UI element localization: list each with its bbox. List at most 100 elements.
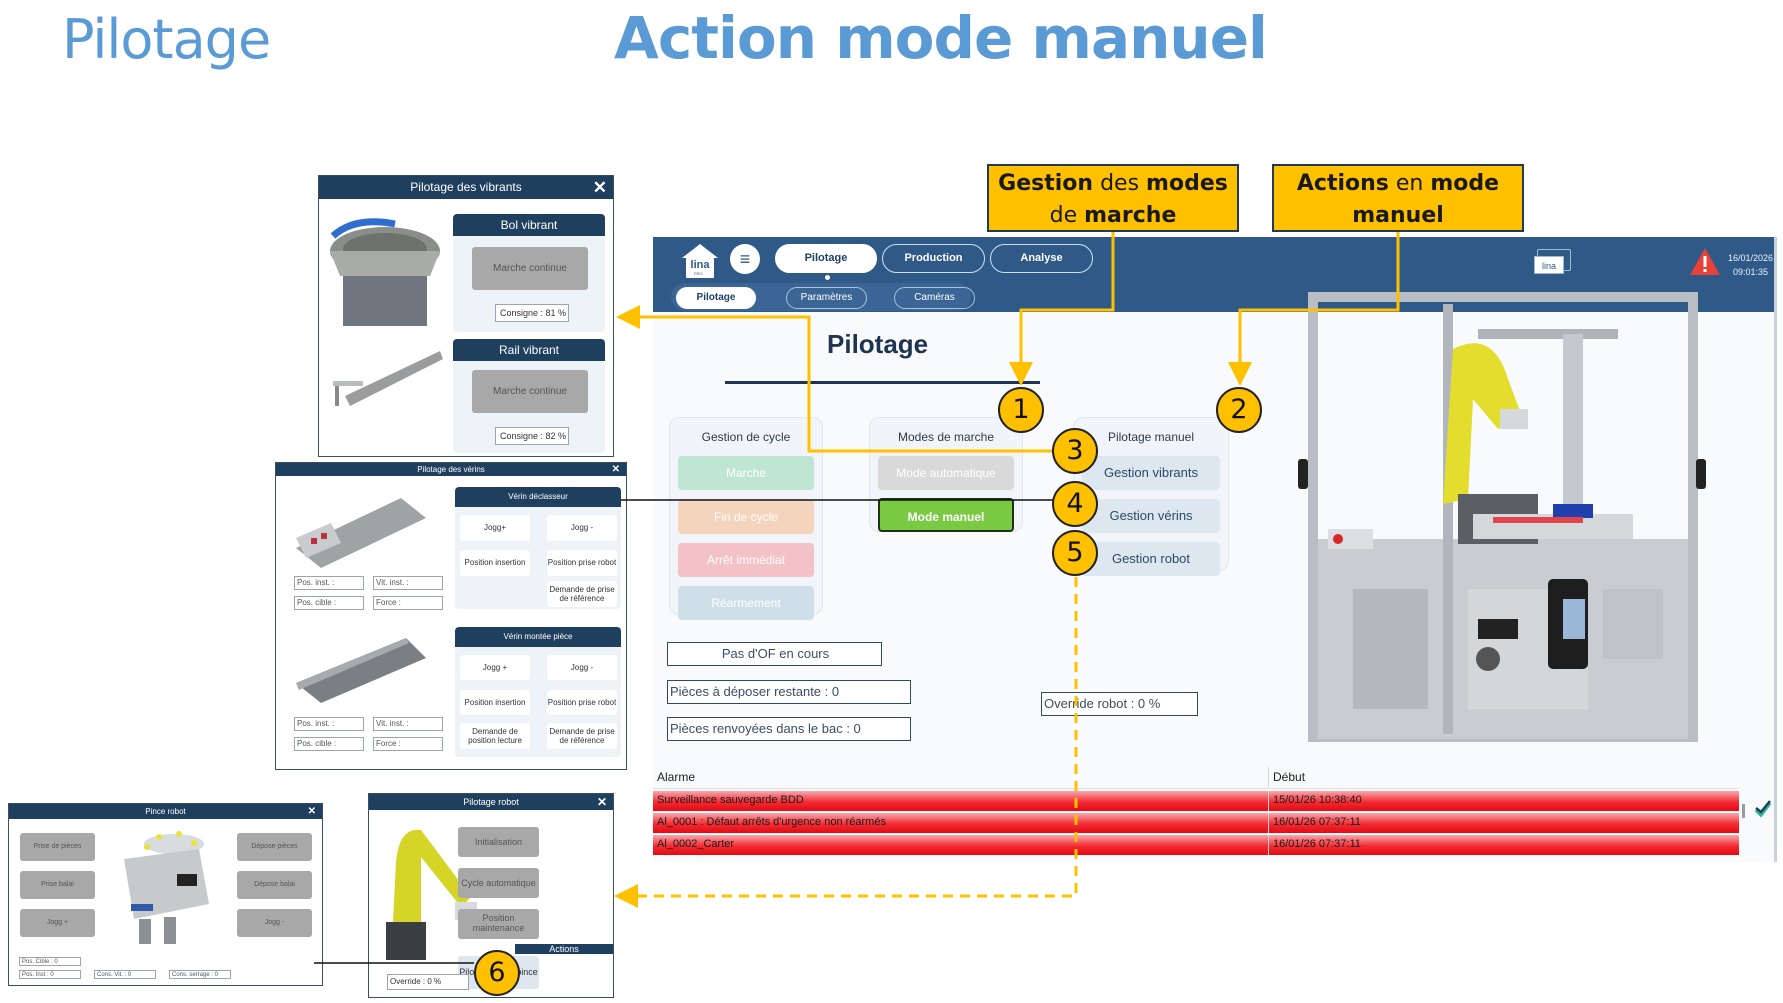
sub-tab-cameras[interactable]: Caméras [894,287,975,309]
montee-jogg-minus-button[interactable]: Jogg - [547,655,617,680]
cylinder-declasseur-image [296,498,426,568]
initialisation-button[interactable]: Initialisation [458,827,539,857]
declasseur-pos-cible-field: Pos. cible : [294,596,364,610]
pos-inst-field: Pos. Inst : 0 [19,970,81,979]
montee-vit-inst-field: Vit. inst. : [373,717,443,731]
alarm-start: 16/01/26 07:37:11 [1273,838,1361,850]
nav-tab-analyse[interactable]: Analyse [990,244,1093,273]
rail-setpoint-field[interactable]: Consigne : 82 % [495,427,569,445]
depose-balai-button[interactable]: Dépose balai [237,871,312,899]
active-tab-indicator [825,275,830,280]
pieces-remaining-field: Pièces à déposer restante : 0 [667,680,911,704]
declasseur-jogg-plus-button[interactable]: Jogg+ [460,515,530,541]
declasseur-position-insertion-button[interactable]: Position insertion [460,550,530,576]
callout-word: mode [1430,171,1500,196]
rail-marche-continue-button[interactable]: Marche continue [472,370,588,413]
column-separator [1268,835,1269,855]
actions-header: Actions [515,944,613,954]
depose-pieces-button[interactable]: Dépose pièces [237,833,312,861]
montee-position-prise-robot-button[interactable]: Position prise robot [547,690,617,715]
section-header-declasseur: Vérin déclasseur [455,487,621,507]
callout-modes-management: Gestion des modes de marche [987,164,1239,232]
callout-word: Actions [1296,171,1389,196]
callout-word: des [1093,171,1147,196]
check-icon[interactable] [1753,799,1773,819]
popup-title: Pilotage robot [463,797,519,807]
montee-force-field: Force : [373,737,443,751]
callout-word: modes [1146,171,1228,196]
gestion-robot-button[interactable]: Gestion robot [1082,542,1220,576]
popup-pilotage-vibrants: Pilotage des vibrants ✕ Bol vibrant Marc… [318,175,614,457]
close-icon[interactable]: ✕ [596,795,607,809]
prise-balai-button[interactable]: Prise balai [20,871,95,899]
alarm-row[interactable]: Al_0002_Carter 16/01/26 07:37:11 [653,835,1739,855]
bol-marche-continue-button[interactable]: Marche continue [472,247,588,290]
montee-prise-reference-button[interactable]: Demande de prise de référence [547,723,617,749]
sub-tab-pilotage[interactable]: Pilotage [676,287,756,309]
bol-setpoint-field[interactable]: Consigne : 81 % [495,304,569,322]
declasseur-prise-reference-button[interactable]: Demande de prise de référence [547,581,617,607]
gestion-vibrants-button[interactable]: Gestion vibrants [1082,456,1220,490]
montee-position-insertion-button[interactable]: Position insertion [460,690,530,715]
hamburger-menu-button[interactable]: ≡ [730,244,760,274]
column-separator [1268,767,1269,788]
position-maintenance-button[interactable]: Position maintenance [458,909,539,939]
popup-header: Pilotage des vibrants ✕ [319,176,613,199]
callout-badge-3: 3 [1052,428,1098,474]
section-header-bol: Bol vibrant [453,214,605,236]
pince-jogg-minus-button[interactable]: Jogg - [237,909,312,937]
close-icon[interactable]: ✕ [307,806,316,817]
callout-word: Gestion [998,171,1094,196]
mode-automatique-button[interactable]: Mode automatique [878,456,1014,490]
group-title: Gestion de cycle [701,430,791,444]
alarm-row[interactable]: Al_0001 : Défaut arrêts d'urgence non ré… [653,813,1739,833]
popup-pince-robot: Pince robot ✕ Prise de pièces Prise bala… [8,803,323,986]
panel-title: Pilotage [827,329,929,359]
popup-header: Pilotage des vérins ✕ [276,463,626,476]
rearmement-button[interactable]: Réarmement [678,586,814,620]
lina-home-logo-icon[interactable]: lina PRO [680,243,720,279]
nav-tab-production[interactable]: Production [882,244,985,273]
alarm-label: Surveillance sauvegarde BDD [657,794,804,806]
nav-tab-pilotage[interactable]: Pilotage [775,244,877,273]
declasseur-vit-inst-field: Vit. inst. : [373,576,443,590]
column-separator [1268,813,1269,833]
close-icon[interactable]: ✕ [611,464,620,475]
prise-pieces-button[interactable]: Prise de pièces [20,833,95,861]
popup-pilotage-verins: Pilotage des vérins ✕ Pos. inst. : Vit. … [275,462,627,770]
mode-manuel-button[interactable]: Mode manuel [878,498,1014,532]
pieces-returned-field: Pièces renvoyées dans le bac : 0 [667,717,911,741]
group-gestion-cycle: Gestion de cycle Marche Fin de cycle Arr… [669,417,823,620]
montee-position-lecture-button[interactable]: Demande de position lecture [460,723,530,749]
montee-jogg-plus-button[interactable]: Jogg + [460,655,530,680]
alarm-scrollbar[interactable] [1742,804,1745,818]
gestion-verins-button[interactable]: Gestion vérins [1082,499,1220,533]
alarm-table-header: Alarme Début [653,767,1739,789]
group-modes-marche: Modes de marche Mode automatique Mode ma… [869,417,1023,532]
arret-immediat-button[interactable]: Arrêt immédiat [678,543,814,577]
popup-title: Pilotage des vérins [417,465,485,474]
hamburger-icon: ≡ [739,249,751,269]
machine-3d-view [1298,292,1706,742]
marche-button[interactable]: Marche [678,456,814,490]
warning-triangle-icon[interactable] [1689,247,1721,276]
callout-badge-6: 6 [474,950,520,996]
lina-mini-logo[interactable]: lina [1534,249,1571,274]
alarm-table: Alarme Début Surveillance sauvegarde BDD… [653,767,1739,855]
callout-word: marche [1084,203,1177,228]
callout-badge-2: 2 [1216,387,1262,433]
override-robot-field: Override robot : 0 % [1041,692,1198,716]
callout-badge-5: 5 [1052,530,1098,576]
fin-de-cycle-button[interactable]: Fin de cycle [678,500,814,534]
pince-jogg-plus-button[interactable]: Jogg + [20,909,95,937]
cycle-automatique-button[interactable]: Cycle automatique [458,868,539,898]
alarm-row[interactable]: Surveillance sauvegarde BDD 15/01/26 10:… [653,791,1739,811]
group-title: Modes de marche [897,430,995,444]
close-icon[interactable]: ✕ [592,178,607,197]
section-header-rail: Rail vibrant [453,339,605,361]
svg-text:lina: lina [691,259,711,271]
override-field: Override : 0 % [387,974,469,990]
declasseur-position-prise-robot-button[interactable]: Position prise robot [547,550,617,576]
sub-tab-parametres[interactable]: Paramètres [786,287,867,309]
declasseur-jogg-minus-button[interactable]: Jogg - [547,515,617,541]
